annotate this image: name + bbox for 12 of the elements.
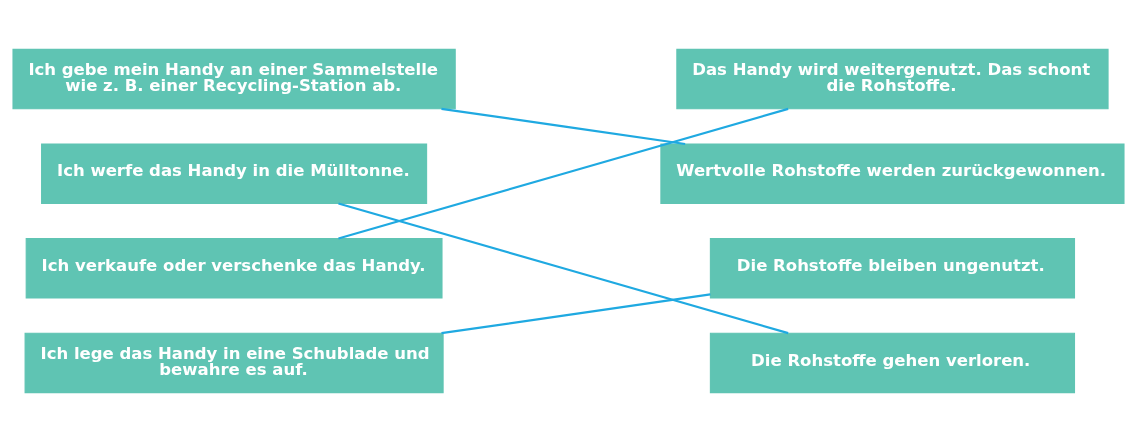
node-box: Die Rohstoffe bleiben ungenutzt. [709, 238, 1076, 299]
connector [338, 202, 789, 335]
node-box: Ich gebe mein Handy an einer Sammelstelle wie z. B. einer Recycling-Station ab. [12, 48, 456, 110]
node-box: Ich lege das Handy in eine Schublade und bewahre es auf. [24, 332, 444, 394]
node-box: Wertvolle Rohstoffe werden zurückgewonnen. [660, 143, 1125, 204]
node-box: Die Rohstoffe gehen verloren. [709, 332, 1076, 394]
node-box: Ich werfe das Handy in die Mülltonne. [41, 143, 428, 204]
node-box: Das Handy wird weitergenutzt. Das schont die Rohstoffe. [676, 48, 1109, 110]
connector [441, 107, 686, 146]
connector [338, 107, 789, 240]
node-box: Ich verkaufe oder verschenke das Handy. [25, 238, 443, 299]
connector [441, 293, 711, 335]
